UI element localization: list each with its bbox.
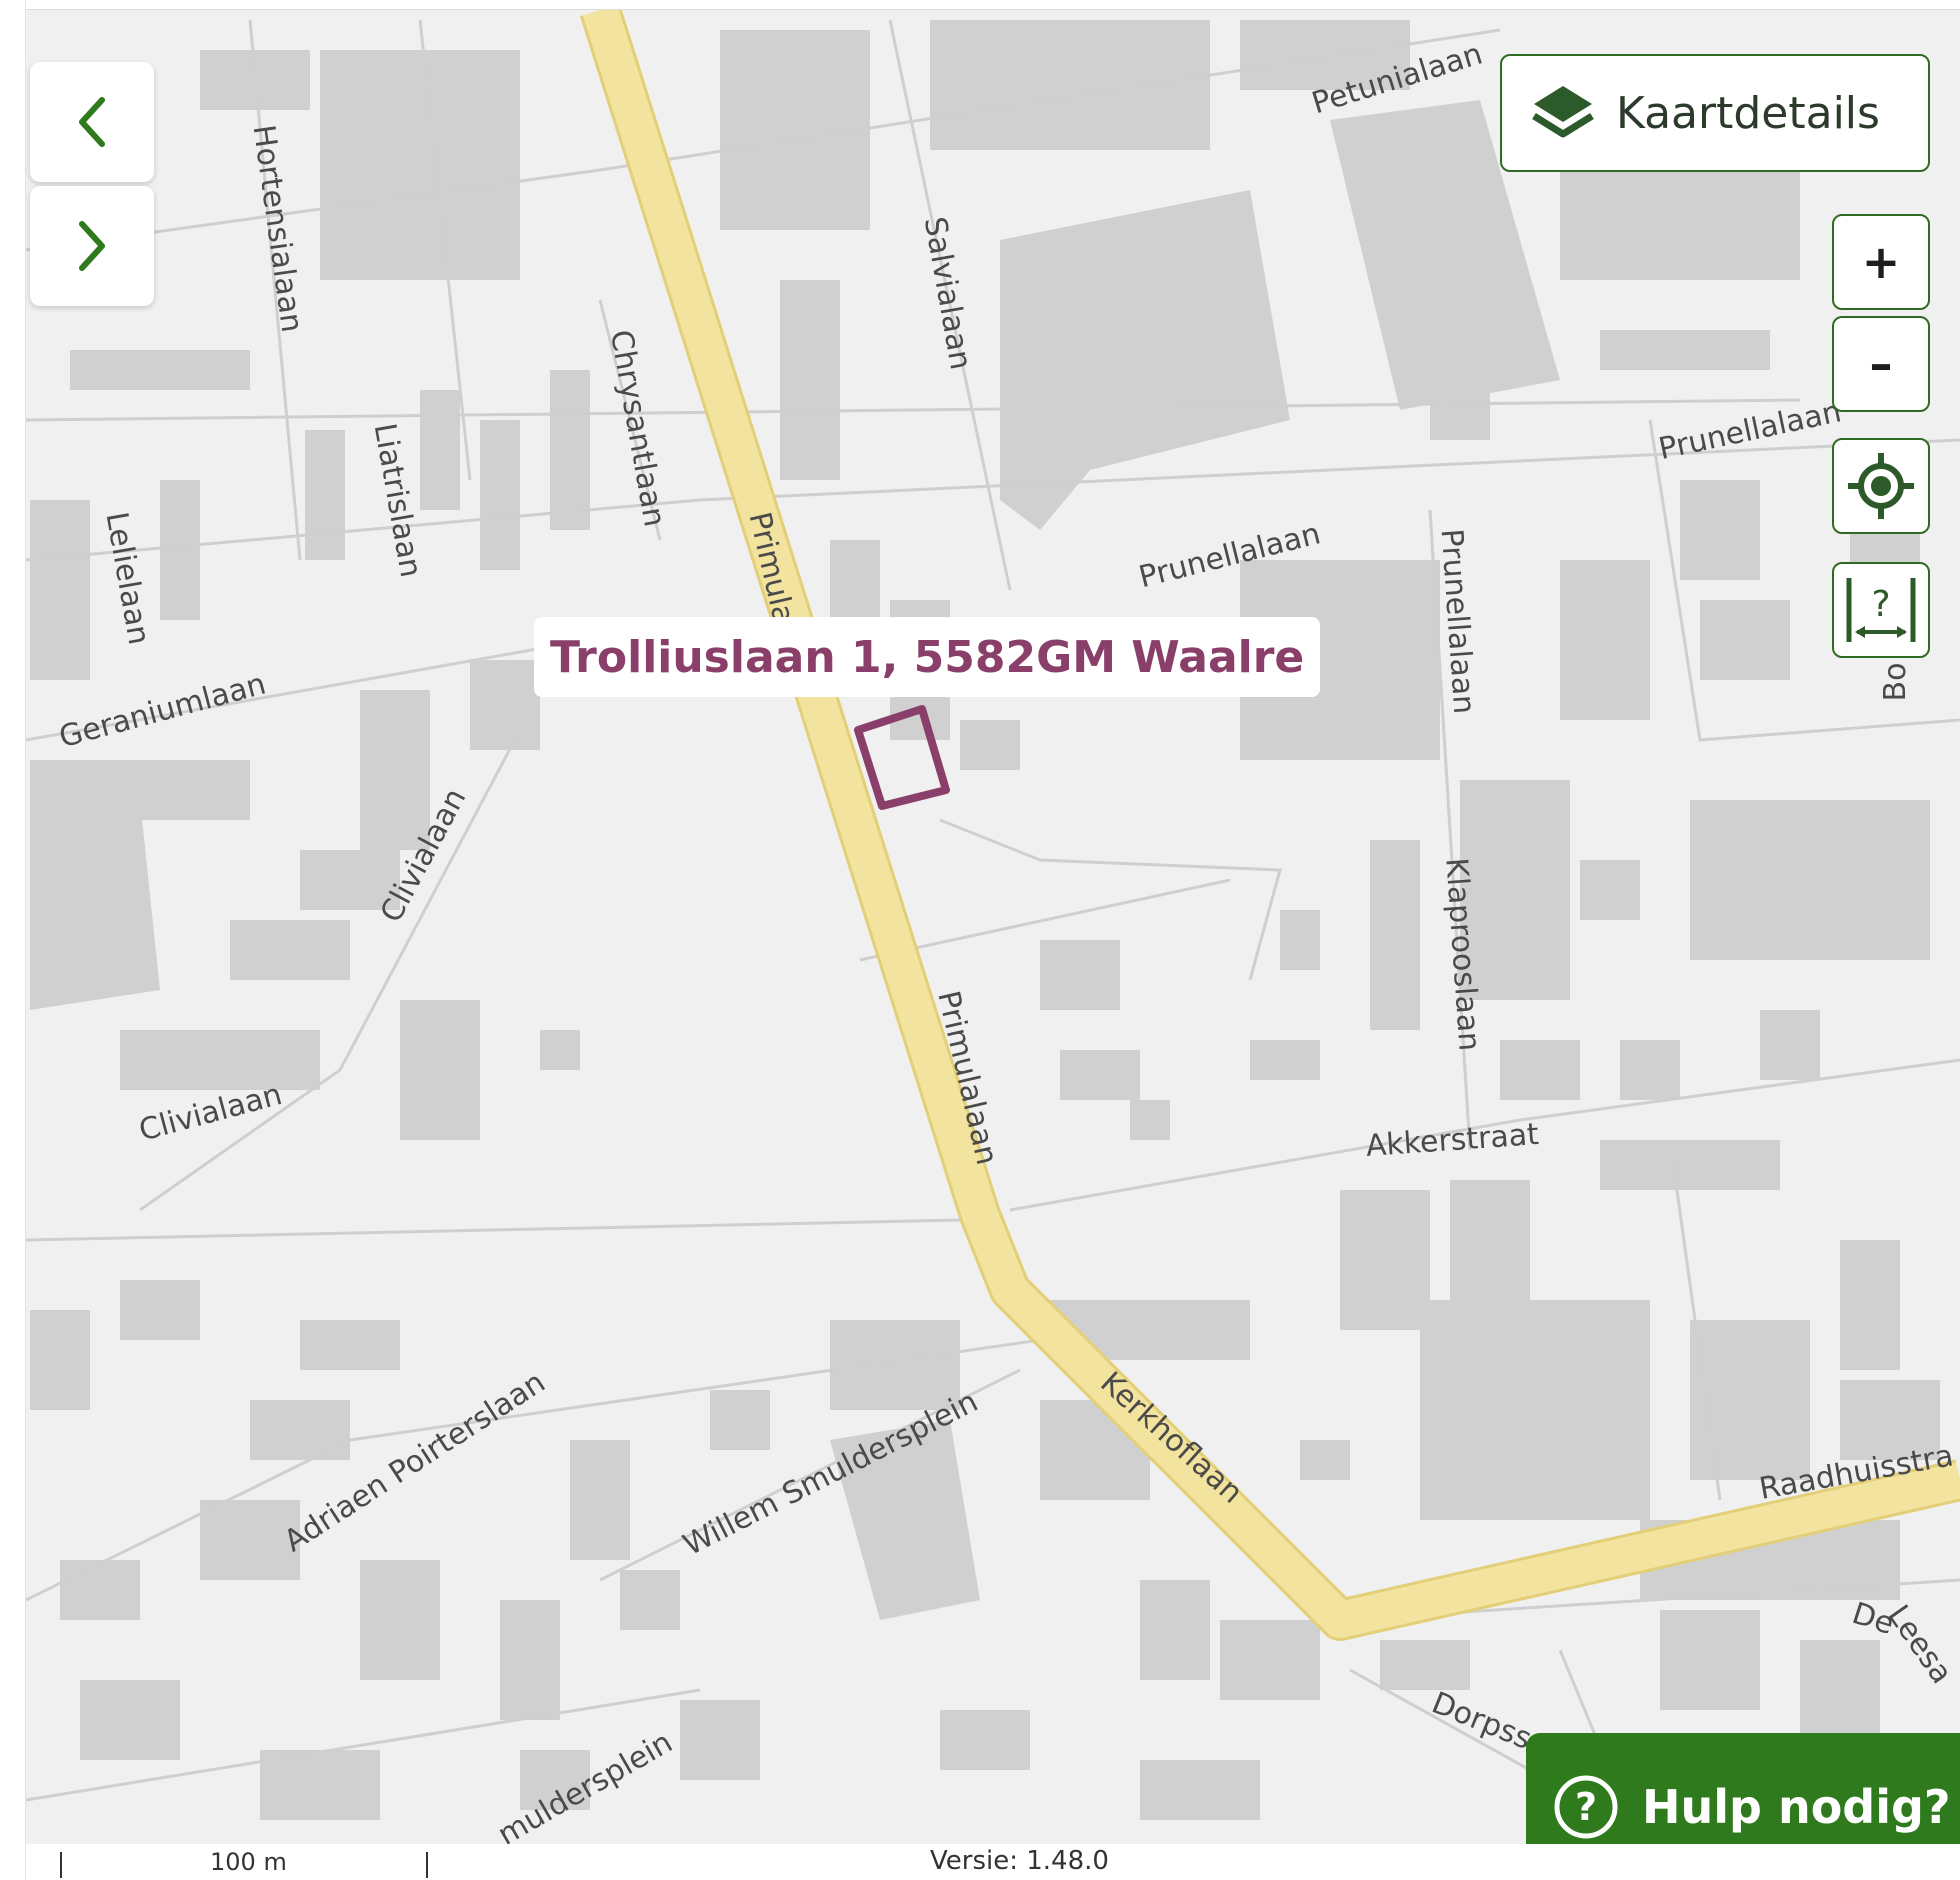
measure-help-button[interactable]: ? xyxy=(1832,562,1930,658)
hulp-nodig-label: Hulp nodig? xyxy=(1642,1779,1951,1834)
previous-button[interactable] xyxy=(30,62,154,182)
zoom-in-button[interactable]: + xyxy=(1832,214,1930,310)
scale-label: 100 m xyxy=(210,1848,287,1876)
measure-icon: ? xyxy=(1846,578,1916,642)
main-road-fill xyxy=(582,10,1960,1638)
street-label: Liatrislaan xyxy=(367,421,428,580)
locate-button[interactable] xyxy=(1832,438,1930,534)
footer-bar xyxy=(26,1844,1960,1880)
left-edge-panel xyxy=(0,0,26,1880)
layers-icon xyxy=(1532,86,1594,138)
buildings-layer xyxy=(30,20,1940,1820)
map-canvas[interactable]: PetunialaanHortensialaanSalvialaanChrysa… xyxy=(26,10,1960,1844)
svg-text:?: ? xyxy=(1575,1785,1597,1829)
zoom-out-button[interactable]: – xyxy=(1832,316,1930,412)
street-label: Bo xyxy=(1878,663,1913,702)
scale-bar-end xyxy=(426,1852,428,1878)
selected-parcel[interactable] xyxy=(854,705,950,810)
kaartdetails-button[interactable]: Kaartdetails xyxy=(1500,54,1930,172)
street-label: Dorpss xyxy=(1427,1685,1537,1756)
crosshair-icon xyxy=(1848,453,1914,519)
minor-streets-layer xyxy=(26,19,1960,1844)
kaartdetails-label: Kaartdetails xyxy=(1616,87,1880,139)
street-label: Lelielaan xyxy=(98,509,156,647)
chevron-left-icon xyxy=(79,97,105,147)
address-label: Trolliuslaan 1, 5582GM Waalre xyxy=(534,617,1321,697)
street-label: Leesa xyxy=(1880,1599,1959,1690)
street-label: Chrysantlaan xyxy=(603,327,672,529)
minus-icon: – xyxy=(1869,337,1893,391)
chevron-right-icon xyxy=(79,221,105,271)
next-button[interactable] xyxy=(30,186,154,306)
street-label: muldersplein xyxy=(492,1725,679,1844)
street-label: Salvialaan xyxy=(917,214,978,372)
street-label: Hortensialaan xyxy=(246,123,310,335)
question-mark-glyph: ? xyxy=(1871,584,1890,625)
scale-bar-start xyxy=(60,1852,62,1878)
plus-icon: + xyxy=(1861,235,1901,289)
version-label: Versie: 1.48.0 xyxy=(930,1846,1109,1876)
help-circle-icon: ? xyxy=(1554,1775,1618,1838)
street-label: Prunellalaan xyxy=(1656,394,1845,467)
street-label: Akkerstraat xyxy=(1365,1117,1541,1164)
top-border xyxy=(0,0,1960,10)
street-label: Adriaen Poirterslaan xyxy=(278,1365,552,1560)
